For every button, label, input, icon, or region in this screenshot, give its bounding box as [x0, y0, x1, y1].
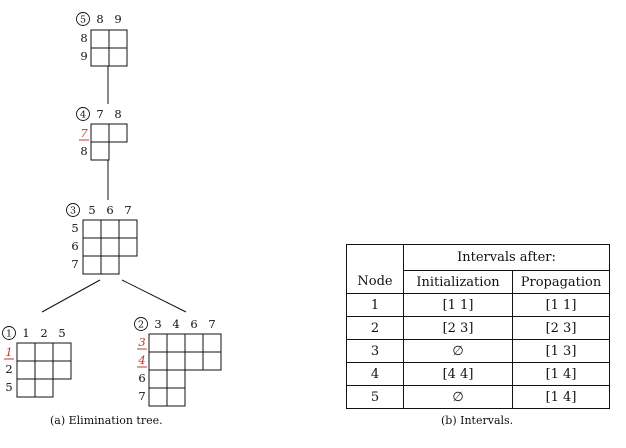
- row-label-highlighted: 3: [138, 335, 145, 349]
- cell-prop: [2 3]: [512, 316, 610, 340]
- table-header-row: Intervals after:: [346, 244, 610, 271]
- tree-node-2: 2 3 4 6 7 3 4 6 7: [134, 317, 222, 407]
- row-label: 2: [5, 362, 12, 376]
- node-5-matrix: [90, 29, 128, 67]
- tree-edge-3-1: [41, 279, 101, 313]
- header-empty-cell: [346, 244, 404, 271]
- table-row: 2 [2 3] [2 3]: [346, 316, 610, 340]
- table-row: 5 ∅ [1 4]: [346, 385, 610, 409]
- cell-init: ∅: [403, 385, 513, 409]
- cell-prop: [1 1]: [512, 293, 610, 317]
- node-id-label: 2: [138, 320, 144, 331]
- header-node: Node: [346, 270, 404, 294]
- node-id-circle: [76, 107, 90, 121]
- node-3-matrix: [82, 219, 138, 275]
- cell-init: [1 1]: [403, 293, 513, 317]
- tree-caption: (a) Elimination tree.: [50, 414, 163, 427]
- col-label: 5: [58, 326, 65, 340]
- tree-node-3: 3 5 6 7 5 6 7: [66, 203, 138, 275]
- col-label: 1: [22, 326, 29, 340]
- node-id-label: 1: [6, 329, 12, 340]
- row-label-highlighted: 4: [137, 353, 145, 367]
- row-label: 7: [138, 389, 145, 403]
- node-id-label: 5: [80, 15, 86, 26]
- header-propagation: Propagation: [512, 270, 610, 294]
- node-id-label: 4: [80, 110, 86, 121]
- intervals-table: Intervals after: Node Initialization Pro…: [346, 244, 610, 409]
- col-label: 6: [190, 317, 197, 331]
- intervals-table-wrapper: Intervals after: Node Initialization Pro…: [346, 244, 610, 409]
- row-label: 5: [71, 221, 78, 235]
- cell-node: 3: [346, 339, 404, 363]
- row-label: 6: [138, 371, 145, 385]
- col-label: 7: [96, 107, 103, 121]
- row-label: 9: [80, 49, 87, 63]
- header-group-label: Intervals after:: [403, 244, 610, 271]
- tree-node-5: 5 8 9 8 9: [76, 12, 128, 67]
- row-label: 8: [80, 31, 87, 45]
- node-1-matrix: [16, 342, 72, 398]
- tree-edge-3-2: [121, 279, 187, 313]
- cell-node: 5: [346, 385, 404, 409]
- node-id-circle: [2, 326, 16, 340]
- row-label: 6: [71, 239, 78, 253]
- col-label: 3: [154, 317, 161, 331]
- node-id-circle: [134, 317, 148, 331]
- col-label: 9: [114, 12, 121, 26]
- col-label: 7: [124, 203, 131, 217]
- col-label: 8: [114, 107, 121, 121]
- table-row: 1 [1 1] [1 1]: [346, 293, 610, 317]
- cell-init: ∅: [403, 339, 513, 363]
- col-label: 5: [88, 203, 95, 217]
- cell-node: 4: [346, 362, 404, 386]
- row-label-highlighted: 1: [5, 345, 12, 359]
- row-label: 5: [5, 380, 12, 394]
- node-2-matrix: [148, 333, 222, 407]
- col-label: 4: [172, 317, 179, 331]
- cell-init: [4 4]: [403, 362, 513, 386]
- table-row: 3 ∅ [1 3]: [346, 339, 610, 363]
- cell-init: [2 3]: [403, 316, 513, 340]
- cell-node: 2: [346, 316, 404, 340]
- cell-node: 1: [346, 293, 404, 317]
- cell-prop: [1 4]: [512, 362, 610, 386]
- node-id-label: 3: [70, 206, 76, 217]
- col-label: 2: [40, 326, 47, 340]
- col-label: 8: [96, 12, 103, 26]
- table-header-row: Node Initialization Propagation: [346, 270, 610, 294]
- tree-node-1: 1 1 2 5 1 2 5: [2, 326, 72, 398]
- table-row: 4 [4 4] [1 4]: [346, 362, 610, 386]
- node-id-circle: [76, 12, 90, 26]
- col-label: 6: [106, 203, 113, 217]
- tree-node-4: 4 7 8 7 8: [76, 107, 128, 161]
- table-caption: (b) Intervals.: [441, 414, 514, 427]
- node-4-matrix: [90, 123, 128, 161]
- row-label-highlighted: 7: [80, 126, 88, 140]
- col-label: 7: [208, 317, 215, 331]
- cell-prop: [1 4]: [512, 385, 610, 409]
- header-initialization: Initialization: [403, 270, 513, 294]
- row-label: 8: [80, 144, 87, 158]
- cell-prop: [1 3]: [512, 339, 610, 363]
- node-id-circle: [66, 203, 80, 217]
- row-label: 7: [71, 257, 78, 271]
